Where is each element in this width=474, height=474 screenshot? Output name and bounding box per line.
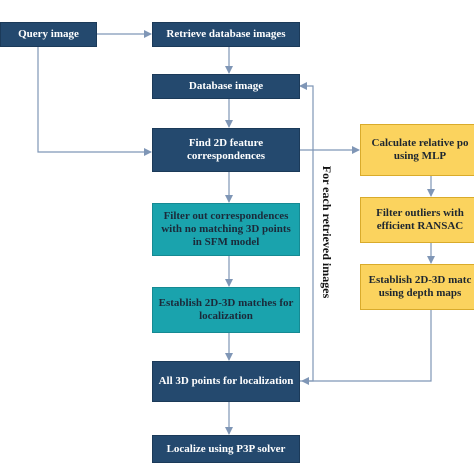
arrow-loop-back [299,82,314,382]
calculate-relative-pose-node: Calculate relative po using MLP [360,124,474,176]
loop-label: For each retrieved images [320,165,334,299]
arrow-query-to-find [37,47,152,156]
database-image-node: Database image [152,74,300,99]
all-3d-points-node: All 3D points for localization [152,361,300,402]
arrow-depth-to-all3d [301,310,432,385]
establish-2d3d-localization-node: Establish 2D-3D matches for localization [152,287,300,333]
establish-2d3d-depth-node: Establish 2D-3D matc using depth maps [360,264,474,310]
retrieve-database-images-node: Retrieve database images [152,22,300,47]
localize-p3p-node: Localize using P3P solver [152,435,300,463]
filter-out-correspondences-node: Filter out correspondences with no match… [152,203,300,256]
query-image-node: Query image [0,22,97,47]
find-2d-feature-node: Find 2D feature correspondences [152,128,300,172]
filter-outliers-node: Filter outliers with efficient RANSAC [360,197,474,243]
